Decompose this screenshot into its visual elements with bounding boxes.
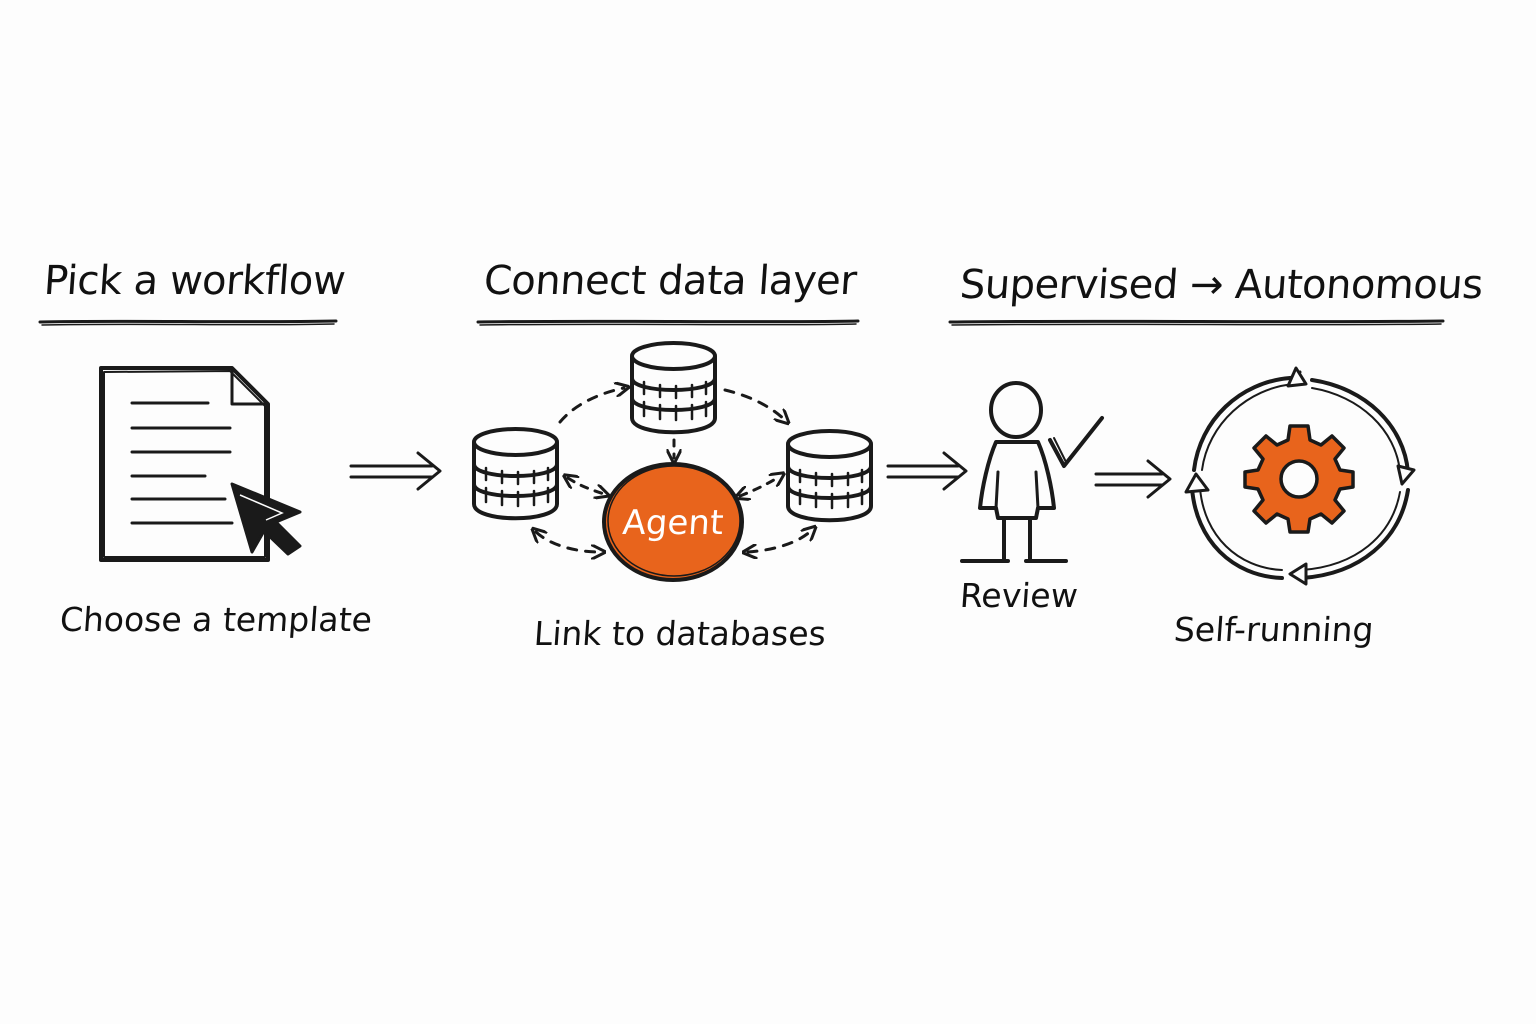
person-check-icon — [960, 381, 1104, 563]
database-icon — [630, 341, 717, 435]
flow-arrow-3 — [1094, 459, 1172, 499]
agent-node — [602, 462, 744, 582]
document-cursor-icon — [99, 366, 302, 562]
heading-pick-workflow: Pick a workflow — [42, 258, 347, 304]
flow-arrow-2 — [886, 451, 968, 491]
heading-underline-3 — [948, 319, 1445, 326]
heading-connect-data-layer: Connect data layer — [482, 258, 858, 304]
agent-label: Agent — [621, 503, 725, 543]
heading-supervised-autonomous: Supervised → Autonomous — [958, 262, 1485, 308]
caption-link-databases: Link to databases — [532, 614, 828, 653]
database-icon — [786, 429, 873, 523]
heading-underline-1 — [38, 319, 338, 326]
heading-underline-2 — [476, 319, 860, 326]
caption-review: Review — [958, 576, 1080, 615]
database-icon — [472, 427, 559, 521]
caption-choose-template: Choose a template — [58, 600, 374, 639]
caption-self-running: Self-running — [1172, 610, 1375, 649]
data-connector-lines — [536, 388, 812, 552]
gear-cycle-icon — [1184, 366, 1416, 586]
flow-arrow-1 — [349, 451, 442, 491]
